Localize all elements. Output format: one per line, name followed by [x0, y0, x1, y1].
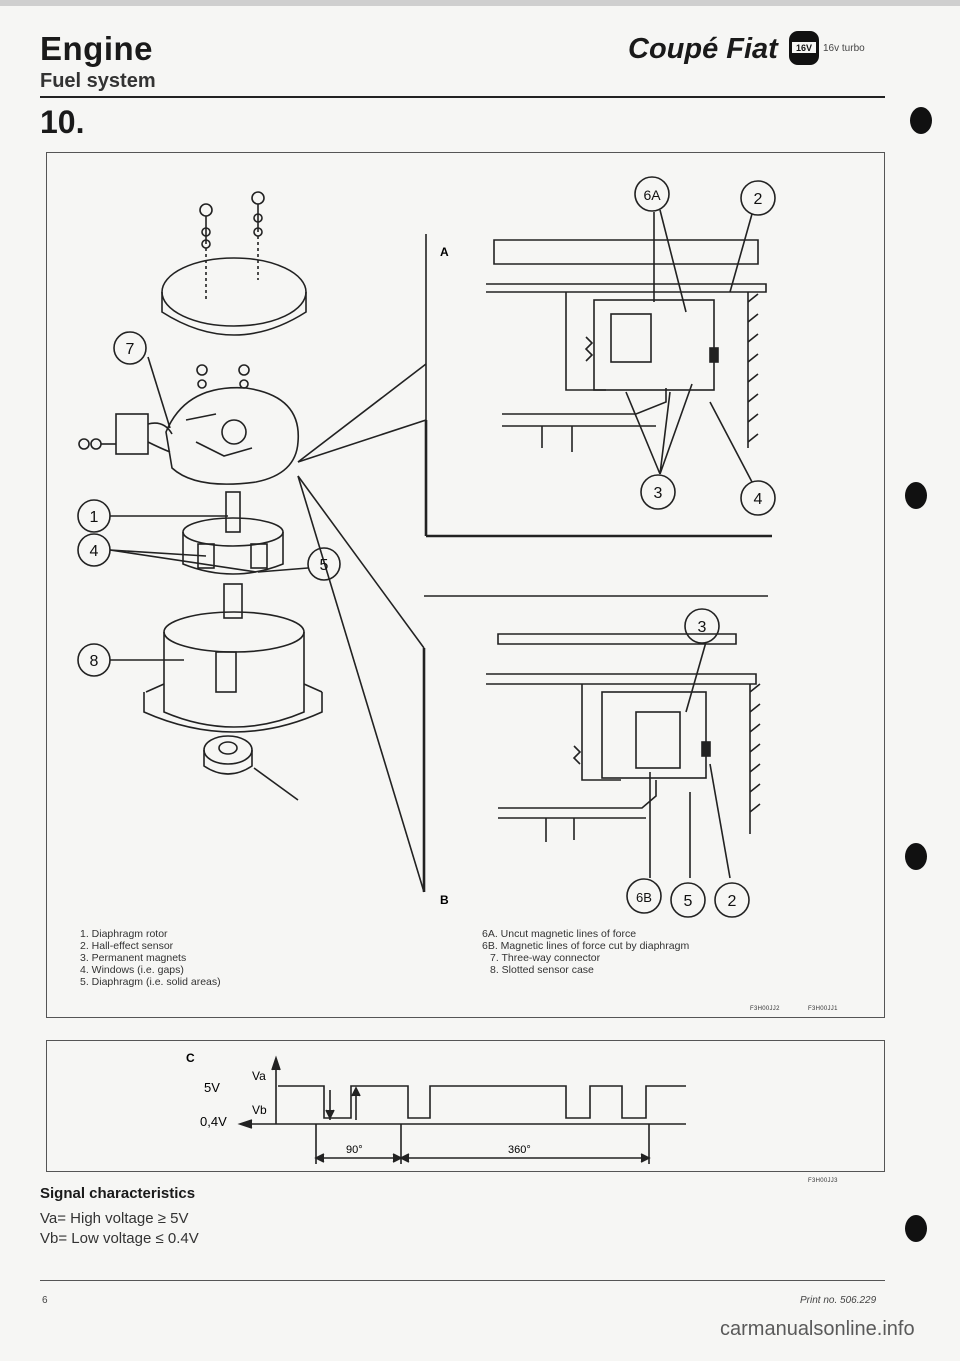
signal-waveform: C 5V 0,4V Va Vb 90° 360° — [186, 1051, 686, 1164]
hall-sensor-plate — [165, 386, 299, 485]
margin-dot — [905, 843, 927, 870]
legend-left: 1. Diaphragm rotor 2. Hall-effect sensor… — [80, 928, 221, 988]
badge-text: 16V — [796, 43, 812, 53]
legend-item: 4. Windows (i.e. gaps) — [80, 964, 184, 976]
section-number: 10. — [40, 104, 85, 140]
legend-item: 6B. Magnetic lines of force cut by diaph… — [482, 940, 690, 952]
screw-icon — [251, 191, 265, 237]
signal-low-voltage: Vb= Low voltage ≤ 0.4V — [40, 1230, 199, 1247]
callout-label: 2 — [728, 893, 737, 910]
label-90: 90° — [346, 1144, 363, 1156]
view-a-label: A — [440, 245, 449, 259]
bottom-ring — [203, 735, 299, 801]
callout-label: 4 — [90, 543, 99, 560]
figure-ref: F3H00JJ2 — [750, 1006, 780, 1012]
slotted-sensor-case — [143, 611, 323, 733]
brand-name: Coupé Fiat — [628, 33, 778, 65]
view-a-section — [486, 209, 767, 483]
label-va: Va — [252, 1069, 266, 1083]
diaphragm-rotor — [182, 491, 284, 619]
callout-label: 7 — [126, 341, 135, 358]
callout-label: 2 — [754, 191, 763, 208]
legend-item: 5. Diaphragm (i.e. solid areas) — [80, 976, 221, 988]
margin-dot — [910, 107, 932, 134]
sensor-cover — [161, 236, 307, 336]
legend-item: 7. Three-way connector — [490, 952, 601, 964]
figure-frame — [46, 152, 885, 1018]
page-number: 6 — [42, 1295, 48, 1306]
page-subtitle: Fuel system — [40, 70, 156, 92]
view-c-label: C — [186, 1051, 195, 1065]
print-number: Print no. 506.229 — [800, 1295, 877, 1306]
callout-label: 8 — [90, 653, 99, 670]
label-04v: 0,4V — [200, 1114, 227, 1129]
figure-ref: F3H00JJ1 — [808, 1006, 838, 1012]
page-title: Engine — [40, 30, 154, 67]
label-360: 360° — [508, 1144, 531, 1156]
top-edge — [0, 0, 960, 6]
callout-label: 6A — [643, 187, 661, 203]
footer-rule — [40, 1280, 885, 1281]
legend-right: 6A. Uncut magnetic lines of force 6B. Ma… — [482, 928, 689, 976]
callout-label: 1 — [90, 509, 99, 526]
legend-item: 2. Hall-effect sensor — [80, 940, 174, 952]
screw-icon — [199, 203, 213, 249]
callout-label: 6B — [636, 890, 652, 905]
header-rule — [40, 96, 885, 98]
model-label: 16v turbo — [823, 43, 865, 54]
figure-ref: F3H00JJ3 — [808, 1178, 838, 1184]
label-vb: Vb — [252, 1103, 267, 1117]
legend-item: 3. Permanent magnets — [80, 952, 187, 964]
callout-label: 5 — [684, 893, 693, 910]
callout-label: 5 — [320, 557, 329, 574]
callout-label: 3 — [698, 619, 707, 636]
signal-high-voltage: Va= High voltage ≥ 5V — [40, 1210, 189, 1227]
margin-dot — [905, 1215, 927, 1242]
callout-label: 4 — [754, 491, 763, 508]
sensor-exploded-diagram: 7 1 4 5 8 6A 2 3 4 3 6B 5 2 A B — [77, 176, 776, 918]
signal-characteristics-title: Signal characteristics — [40, 1185, 196, 1202]
legend-item: 8. Slotted sensor case — [490, 964, 594, 976]
signal-frame — [46, 1040, 885, 1172]
screw-icon — [196, 364, 250, 389]
watermark: carmanualsonline.info — [720, 1318, 915, 1340]
brand-logo: 16V — [789, 31, 819, 65]
margin-dot — [905, 482, 927, 509]
legend-item: 6A. Uncut magnetic lines of force — [482, 928, 637, 940]
view-b-section — [486, 633, 761, 879]
label-5v: 5V — [204, 1080, 220, 1095]
three-way-connector — [78, 413, 173, 455]
legend-item: 1. Diaphragm rotor — [80, 928, 168, 940]
view-b-label: B — [440, 893, 449, 907]
callout-label: 3 — [654, 485, 663, 502]
